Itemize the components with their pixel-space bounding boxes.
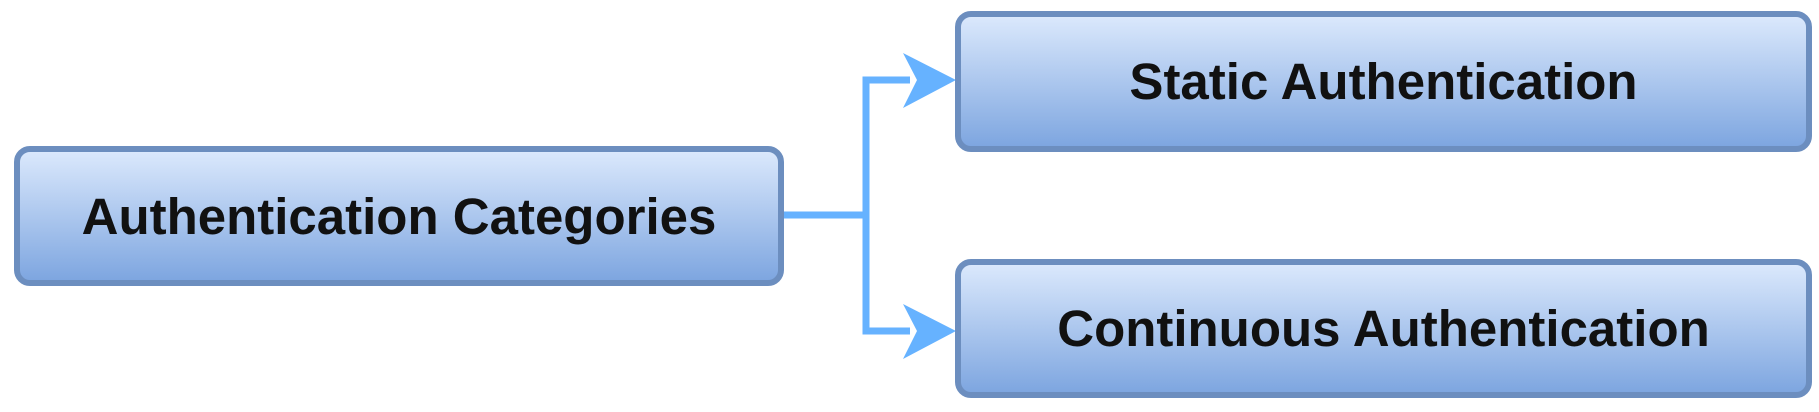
arrowhead-bottom-icon — [903, 304, 956, 359]
arrowhead-top-icon — [903, 53, 956, 108]
node-continuous-authentication: Continuous Authentication — [955, 259, 1812, 398]
node-label: Continuous Authentication — [1057, 300, 1710, 357]
connector-line-top — [784, 76, 910, 219]
node-label: Authentication Categories — [81, 187, 717, 245]
node-label: Static Authentication — [1129, 53, 1638, 110]
node-static-authentication: Static Authentication — [955, 11, 1812, 152]
connector-line-bottom — [862, 215, 910, 335]
node-authentication-categories: Authentication Categories — [14, 146, 784, 286]
